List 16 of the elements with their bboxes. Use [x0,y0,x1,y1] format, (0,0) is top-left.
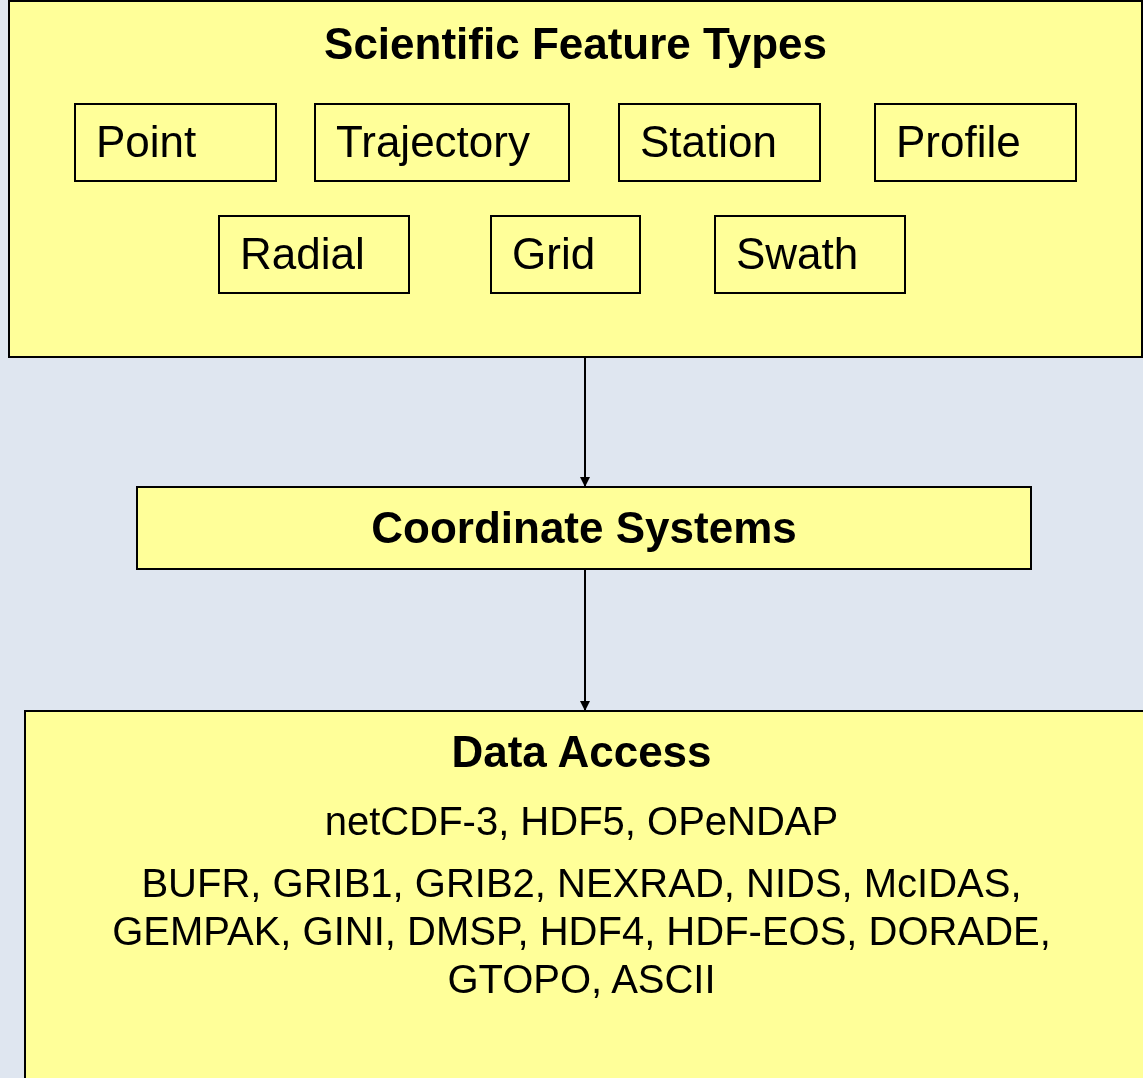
group-heading: Scientific Feature Types [323,20,828,69]
arrow [580,357,590,487]
feature-type-box: Trajectory [314,103,570,182]
arrow [580,569,590,711]
feature-type-box: Radial [218,215,410,294]
feature-type-box: Point [74,103,277,182]
layer-box: Coordinate Systems [136,486,1032,570]
layer-heading: Data Access [451,726,712,778]
feature-type-box: Profile [874,103,1077,182]
group-box [8,0,1143,358]
feature-type-box: Station [618,103,821,182]
layer-box [24,710,1143,1078]
feature-type-box: Grid [490,215,641,294]
feature-type-box: Swath [714,215,906,294]
format-list: netCDF-3, HDF5, OPeNDAP [296,796,867,845]
format-list: BUFR, GRIB1, GRIB2, NEXRAD, NIDS, McIDAS, GEMPAK, GINI, DMSP, HDF4, HDF-EOS, DORADE, GTOPO, ASCII [26,858,1137,1003]
